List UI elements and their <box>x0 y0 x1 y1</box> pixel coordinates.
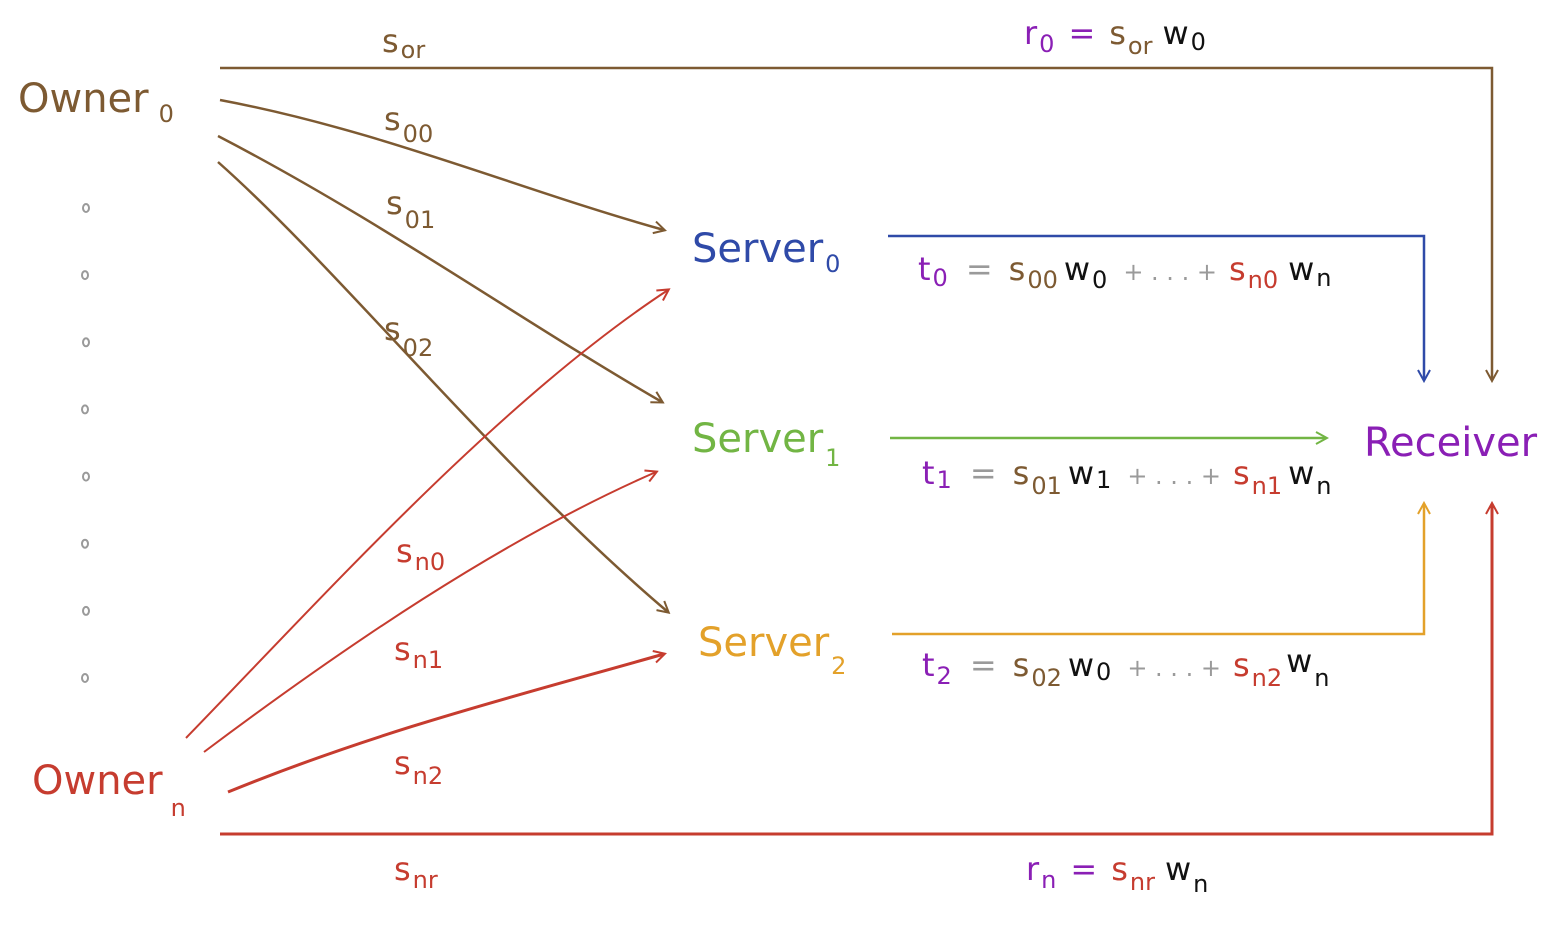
edge-owner0-server1 <box>217 134 662 402</box>
owner-ellipsis <box>81 203 90 683</box>
ownerN-edges <box>185 290 1492 836</box>
owner0-edges <box>217 66 1492 612</box>
label-s-nr: snr <box>394 850 438 894</box>
ellipsis-dot <box>82 605 90 616</box>
ellipsis-dot <box>81 538 89 549</box>
edge-server0-receiver <box>888 234 1424 380</box>
edge-ownerN-receiver <box>220 504 1492 836</box>
label-s-02: s02 <box>384 310 433 362</box>
label-s-01: s01 <box>386 184 435 234</box>
label-s-n0: sn0 <box>396 532 445 576</box>
edge-owner0-server2 <box>217 161 668 612</box>
edge-owner0-receiver <box>220 66 1492 380</box>
node-server2: Server2 <box>698 620 846 680</box>
ellipsis-dot <box>81 270 89 281</box>
label-s-n2: sn2 <box>394 744 443 790</box>
ellipsis-dot <box>81 673 89 683</box>
node-server0: Server0 <box>692 226 840 278</box>
node-server1: Server1 <box>692 416 840 472</box>
ellipsis-dot <box>81 404 89 415</box>
label-s-00: s00 <box>384 100 433 148</box>
node-ownerN: Ownern <box>32 758 186 822</box>
edge-ownerN-server1 <box>203 472 656 753</box>
ellipsis-dot <box>82 337 90 348</box>
edge-owner0-server0 <box>219 98 664 230</box>
ellipsis-dot <box>82 471 90 482</box>
edge-server2-receiver <box>892 504 1424 636</box>
node-receiver: Receiver <box>1364 420 1538 466</box>
ellipsis-dot <box>82 203 90 213</box>
edge-ownerN-server0 <box>185 290 668 739</box>
label-s-or: sor <box>382 22 425 64</box>
label-s-n1: sn1 <box>394 630 443 674</box>
edge-ownerN-server2 <box>227 654 664 794</box>
